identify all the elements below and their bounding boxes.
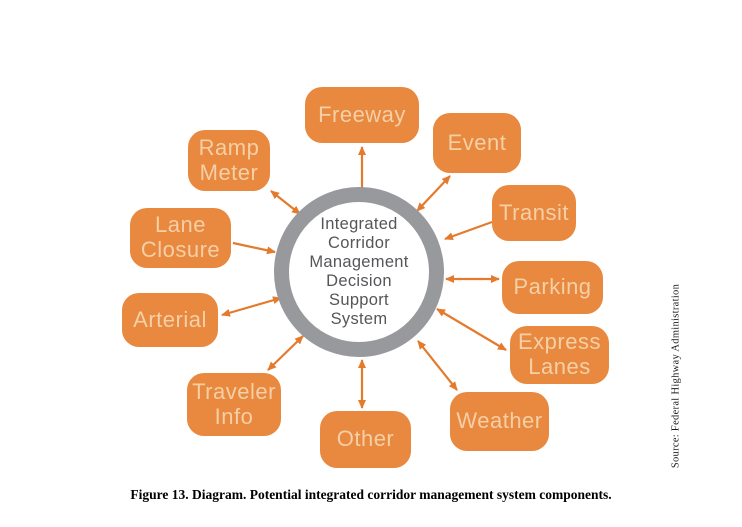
node-label: Transit — [499, 199, 569, 225]
node-label: Freeway — [318, 101, 406, 127]
hub-label: Integrated Corridor Management Decision … — [309, 215, 408, 329]
node-label: Traveler Info — [192, 378, 276, 429]
source-attribution: Source: Federal Highway Administration — [670, 283, 682, 469]
node-label: Ramp Meter — [198, 134, 260, 185]
node-label: Weather — [456, 408, 543, 434]
node-label: Arterial — [133, 306, 207, 332]
node-ramp-meter: Ramp Meter — [188, 130, 270, 191]
node-weather: Weather — [450, 392, 549, 451]
node-lane-closure: Lane Closure — [130, 208, 231, 268]
node-other: Other — [320, 411, 411, 468]
arrow-ramp-meter — [270, 190, 301, 215]
node-traveler-info: Traveler Info — [187, 373, 281, 436]
hub-label-line: Corridor — [328, 234, 390, 252]
arrow-traveler-info — [267, 335, 304, 371]
hub-label-line: Management — [309, 253, 409, 271]
arrow-arterial — [221, 296, 282, 317]
node-arterial: Arterial — [122, 293, 218, 347]
arrow-express-lanes — [436, 308, 507, 351]
node-label: Parking — [513, 274, 592, 300]
node-label: Other — [336, 426, 395, 452]
figure-caption: Figure 13. Diagram. Potential integrated… — [130, 487, 612, 502]
node-label: Express Lanes — [518, 329, 601, 379]
arrow-lane-closure — [232, 241, 276, 255]
hub-label-line: Decision — [326, 272, 392, 290]
node-label: Lane Closure — [140, 212, 221, 262]
hub-circle: Integrated Corridor Management Decision … — [274, 187, 444, 357]
arrow-transit — [444, 220, 493, 241]
node-transit: Transit — [492, 185, 576, 241]
arrow-event — [416, 175, 451, 212]
hub-label-line: System — [330, 310, 388, 328]
node-parking: Parking — [502, 261, 603, 314]
hub-label-line: Integrated — [320, 215, 398, 233]
node-label: Event — [447, 129, 507, 155]
node-freeway: Freeway — [305, 87, 419, 143]
hub-label-line: Support — [329, 291, 389, 309]
arrow-weather — [417, 340, 458, 391]
node-event: Event — [433, 113, 521, 173]
node-express-lanes: Express Lanes — [510, 326, 609, 384]
